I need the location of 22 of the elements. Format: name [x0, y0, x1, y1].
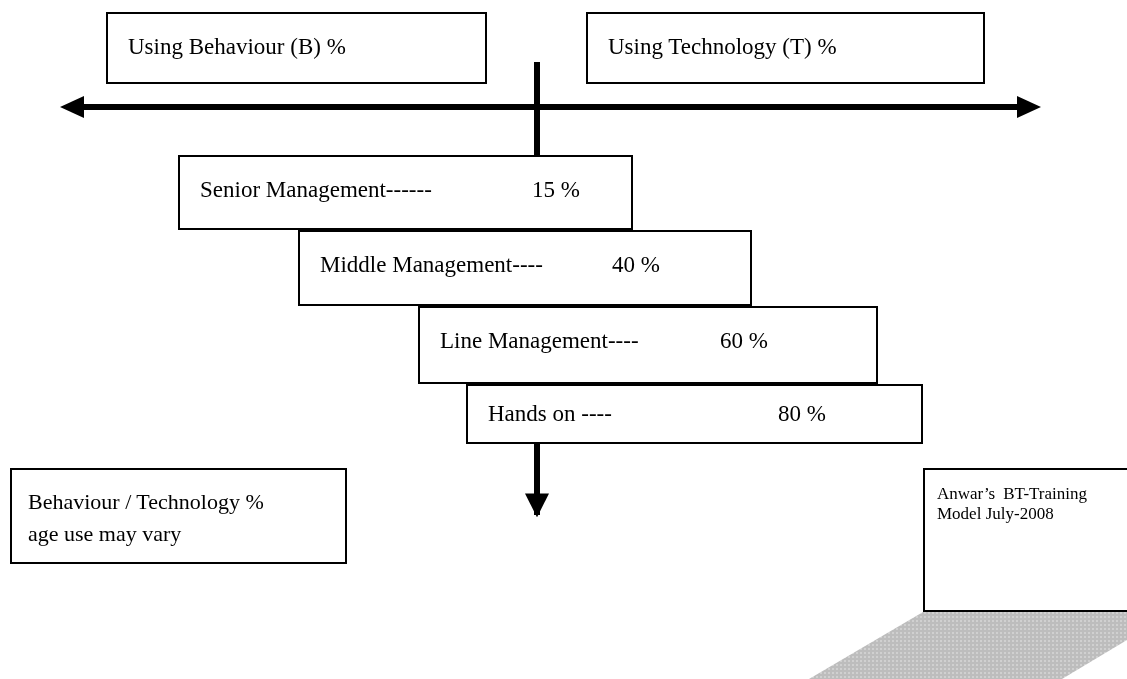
connector-line [534, 62, 540, 155]
box-text: Behaviour / Technology % age use may vary [28, 488, 265, 548]
box-text: Hands on ---- [488, 401, 612, 427]
box-text: Using Technology (T) % [608, 34, 837, 60]
box-text: 40 % [612, 252, 660, 278]
box-text: Senior Management------ [200, 177, 432, 203]
text-box [586, 12, 985, 84]
arrow [525, 444, 549, 518]
box-text: Anwar’s BT-Training Model July-2008 [937, 484, 1087, 524]
text-box [418, 306, 878, 384]
box-text: 15 % [532, 177, 580, 203]
text-box [923, 468, 1127, 612]
text-box [298, 230, 752, 306]
box-text: Middle Management---- [320, 252, 543, 278]
text-box [178, 155, 633, 230]
text-box [106, 12, 487, 84]
box-text: 60 % [720, 328, 768, 354]
box-text: Using Behaviour (B) % [128, 34, 346, 60]
text-box [10, 468, 347, 564]
text-box [466, 384, 923, 444]
box-text: Line Management---- [440, 328, 639, 354]
box-text: 80 % [778, 401, 826, 427]
